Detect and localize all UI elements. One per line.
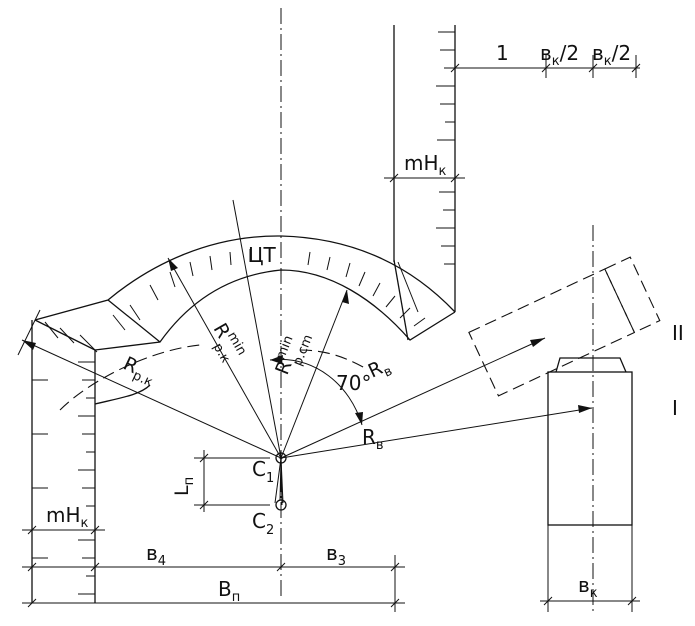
label-rpk: Rр.к — [118, 353, 159, 391]
vehicle-rotated — [468, 256, 661, 397]
label-bk-bottom: вк — [578, 573, 598, 601]
vehicle-body — [547, 371, 633, 526]
label-b4: в4 — [146, 541, 166, 569]
label-rpcm-min: Rminр.cm — [268, 326, 316, 381]
label-top-num: 1 — [496, 41, 509, 65]
c2-point — [275, 499, 287, 511]
angle-arc — [269, 358, 363, 426]
label-mhk-top: mHк — [404, 151, 447, 179]
label-c1: C1 — [252, 457, 274, 486]
label-bk2-b: вк/2 — [592, 41, 631, 69]
bottom-dimensions — [22, 525, 640, 612]
curved-road — [34, 235, 456, 411]
label-angle: 70° — [336, 371, 371, 395]
label-roman-1: I — [672, 396, 678, 420]
label-b3: в3 — [326, 541, 346, 569]
label-rpk-min: Rminр.к — [202, 318, 249, 367]
label-c2: C2 — [252, 509, 274, 538]
mhk-top-dimension — [384, 173, 465, 183]
label-bn: Вп — [218, 577, 240, 605]
mhk-left-dimension — [22, 525, 105, 535]
label-rv: Rв — [362, 425, 384, 453]
label-mhk-left: mHк — [46, 503, 89, 531]
label-ct: ЦТ — [248, 243, 277, 267]
top-dimension — [450, 55, 641, 78]
label-bk2-a: вк/2 — [540, 41, 579, 69]
left-road — [31, 320, 151, 603]
vertical-road — [393, 25, 456, 313]
label-ln: Lп — [171, 477, 197, 496]
ln-dimension — [194, 450, 270, 512]
vehicle-cab — [555, 357, 627, 373]
label-roman-2: II — [672, 321, 684, 345]
